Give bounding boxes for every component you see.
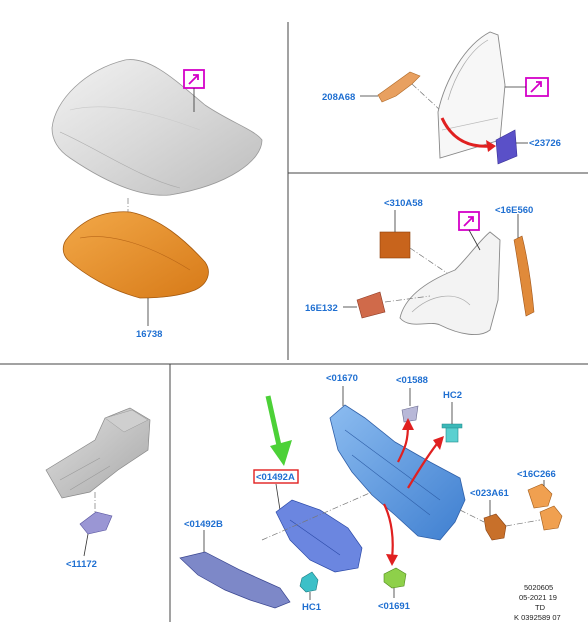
- clip-hc2: [441, 423, 463, 443]
- fender-view-link[interactable]: [458, 211, 480, 231]
- label-fender-block[interactable]: <310A58: [384, 198, 423, 209]
- callout-box-01492a[interactable]: [253, 469, 299, 484]
- bracket-01691: [383, 567, 407, 589]
- fender-block-line: [409, 247, 451, 276]
- bracket-16c266-line: [505, 519, 541, 527]
- label-bracket-01691[interactable]: <01691: [378, 601, 411, 612]
- label-bracket-16c266[interactable]: <16C266: [517, 469, 556, 480]
- label-insulator-01492a[interactable]: <01492A: [256, 472, 295, 483]
- leader-fender-link: [468, 229, 481, 251]
- bracket-01588-arrow-head: [402, 418, 414, 430]
- insulator-01492a: [275, 499, 363, 573]
- dash-panel: [329, 404, 466, 541]
- console-assembly: [45, 407, 151, 499]
- hood-insulator: [62, 211, 209, 299]
- bracket-16c266: [527, 483, 563, 531]
- bracket-01588: [401, 405, 419, 423]
- console-part: [79, 511, 113, 535]
- label-dash-panel[interactable]: <01670: [326, 373, 358, 384]
- fender-seal: [513, 235, 535, 317]
- clip-hc2-arrow-head: [433, 436, 444, 450]
- fender-panel: [399, 231, 501, 336]
- bracket-023a61-line: [459, 509, 485, 523]
- bracket-01691-arrow: [383, 503, 394, 559]
- bracket-023a61: [483, 513, 507, 541]
- label-door-panel[interactable]: <23726: [529, 138, 561, 149]
- view-link-icon: [188, 74, 199, 85]
- leader-11172: [83, 533, 89, 557]
- bracket-01691-arrow-head: [386, 554, 398, 566]
- fender-pad: [356, 291, 386, 319]
- label-bracket-01588[interactable]: <01588: [396, 375, 428, 386]
- label-hood-insulator[interactable]: 16738: [136, 329, 162, 340]
- door-highlight-arrow: [440, 117, 493, 148]
- label-clip-hc1[interactable]: HC1: [302, 602, 322, 613]
- leader-01492a: [275, 483, 281, 511]
- label-bracket-023a61[interactable]: <023A61: [470, 488, 510, 499]
- door-arrow-head: [486, 140, 496, 152]
- reference-initials: TD: [535, 603, 546, 612]
- door-panel: [495, 129, 518, 165]
- door-frame: [437, 31, 506, 159]
- view-direction-arrow-head: [270, 440, 292, 466]
- view-link-icon: [463, 216, 474, 227]
- view-direction-arrow: [265, 395, 283, 451]
- door-view-link[interactable]: [525, 77, 549, 97]
- reference-date: 05-2021 19: [519, 593, 557, 602]
- label-fender-seal[interactable]: <16E560: [495, 205, 533, 216]
- fender-block: [379, 231, 411, 259]
- hood-view-link[interactable]: [183, 69, 205, 89]
- clip-hc1: [299, 571, 319, 593]
- reference-drawing-number: K 0392589 07: [514, 613, 561, 622]
- label-door-bracket[interactable]: 208A68: [322, 92, 355, 103]
- label-console-part[interactable]: <11172: [66, 559, 97, 570]
- view-link-icon: [530, 81, 542, 93]
- fender-pad-line: [384, 295, 431, 303]
- label-clip-hc2[interactable]: HC2: [443, 390, 462, 401]
- reference-code: 5020605: [524, 583, 553, 592]
- door-bracket-line: [411, 83, 441, 111]
- insulator-01492b: [179, 551, 291, 609]
- label-fender-pad[interactable]: 16E132: [305, 303, 338, 314]
- label-insulator-01492b[interactable]: <01492B: [184, 519, 223, 530]
- door-bracket: [377, 71, 421, 103]
- insulator-01492a-line: [261, 491, 373, 541]
- hood-panel: [51, 59, 263, 196]
